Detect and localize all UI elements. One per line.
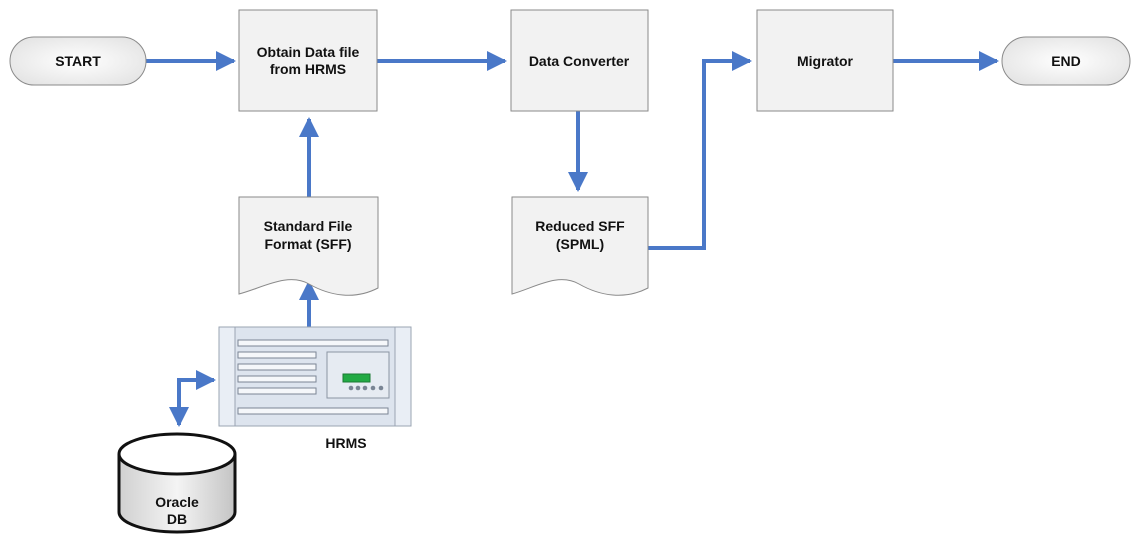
arrow-db-to-hrms (177, 370, 216, 408)
sff-label-line2: Format (SFF) (264, 236, 351, 252)
migrator-process: Migrator (756, 9, 894, 112)
end-label: END (1051, 53, 1081, 69)
obtain-data-process: Obtain Data file from HRMS (238, 9, 378, 112)
start-terminator: START (9, 36, 147, 86)
server-led (348, 385, 354, 391)
reduced-label-line2: (SPML) (556, 236, 604, 252)
start-label: START (55, 53, 101, 69)
server-display (342, 373, 371, 383)
server-led (378, 385, 384, 391)
hrms-server: HRMS (218, 326, 412, 451)
converter-label: Data Converter (529, 53, 630, 69)
reduced-sff-document: Reduced SFF (SPML) (511, 196, 649, 296)
server-led (355, 385, 361, 391)
sff-document: Standard File Format (SFF) (238, 196, 379, 296)
obtain-label-line2: from HRMS (270, 61, 346, 77)
db-label-line1: Oracle (155, 494, 199, 510)
sff-label-line1: Standard File (264, 218, 353, 234)
arrow-reduced-to-migrator (648, 51, 752, 250)
connectors (146, 51, 999, 427)
hrms-label: HRMS (325, 435, 366, 451)
db-label-line2: DB (167, 511, 187, 527)
migrator-label: Migrator (797, 53, 854, 69)
data-converter-process: Data Converter (510, 9, 649, 112)
reduced-label-line1: Reduced SFF (535, 218, 625, 234)
server-led (370, 385, 376, 391)
server-led (362, 385, 368, 391)
oracle-db-icon: Oracle DB (117, 432, 237, 534)
end-terminator: END (1001, 36, 1131, 86)
obtain-label-line1: Obtain Data file (257, 44, 360, 60)
